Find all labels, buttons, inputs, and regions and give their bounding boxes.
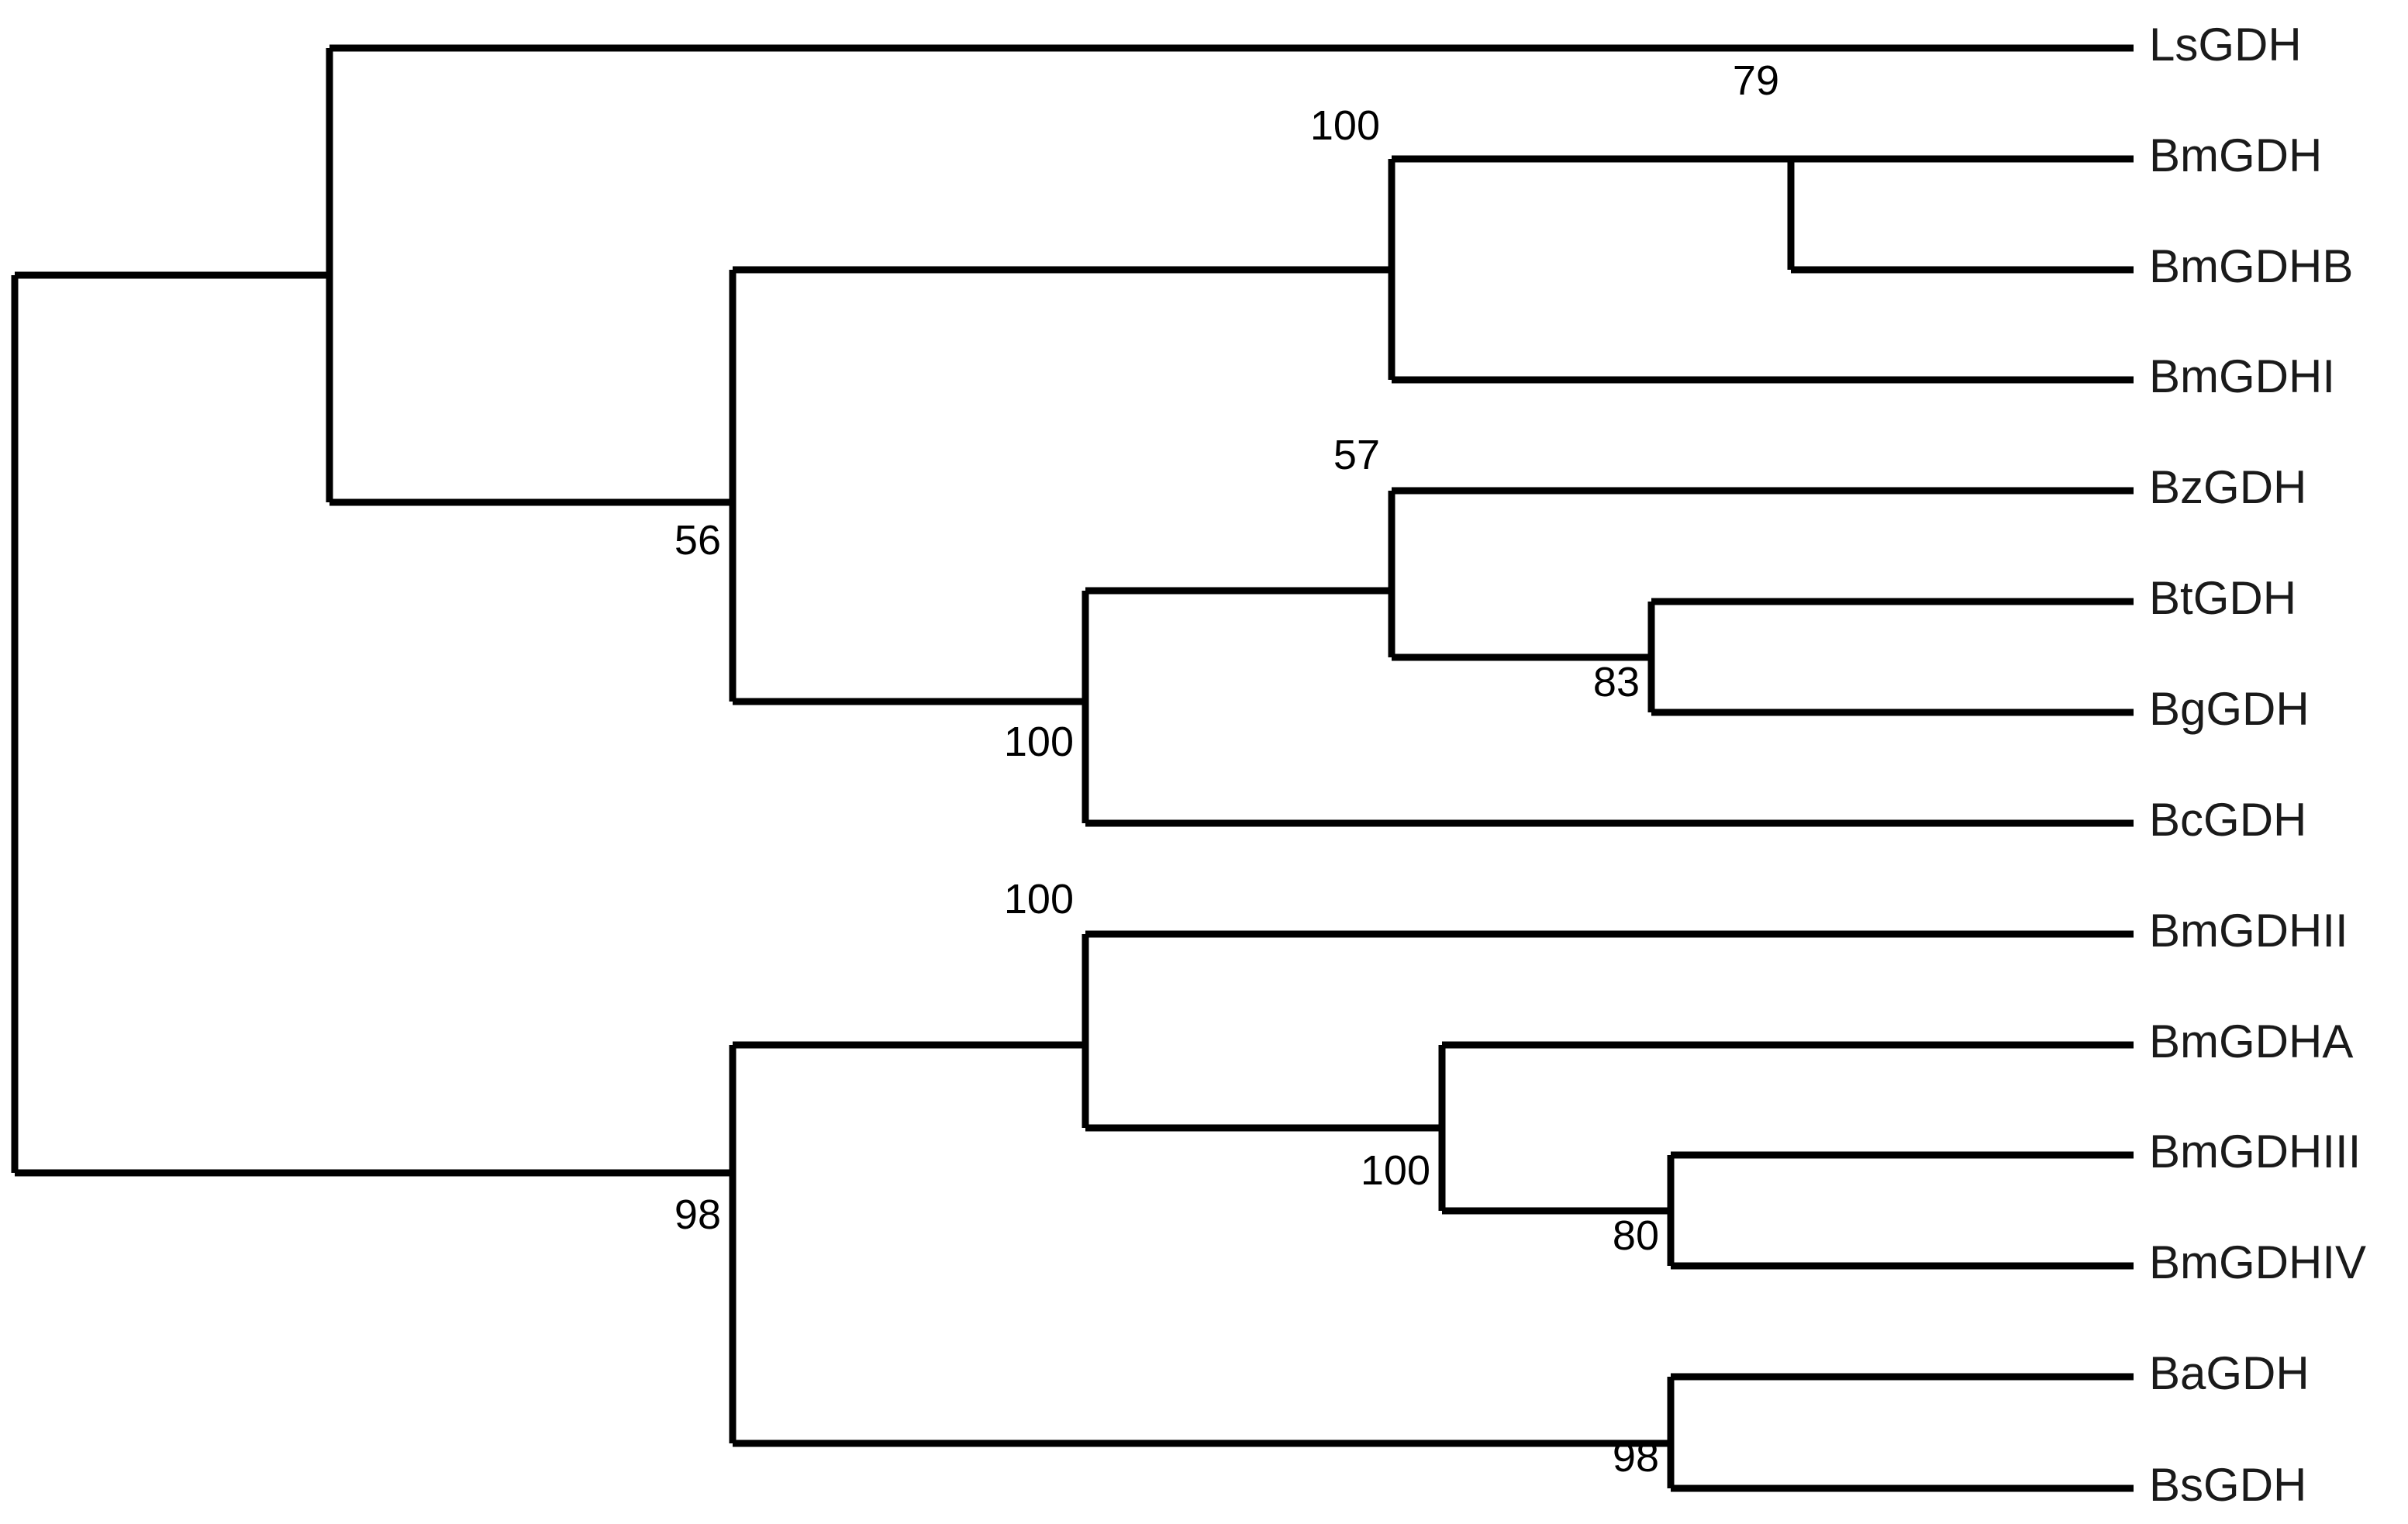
node-83-group: 83 <box>1593 598 2134 716</box>
taxon-label-group: LsGDH BmGDH BmGDHB BmGDHI BzGDH BtGDH Bg… <box>2149 19 2366 1511</box>
taxon-label-BmGDHII: BmGDHII <box>2149 905 2348 957</box>
upper-clade-node <box>326 44 2134 506</box>
node-79-group: 79 <box>1733 57 2134 274</box>
taxon-label-BmGDHA: BmGDHA <box>2149 1015 2353 1067</box>
support-value-83: 83 <box>1593 659 1640 705</box>
taxon-label-BmGDHB: BmGDHB <box>2149 240 2353 292</box>
taxon-label-LsGDH: LsGDH <box>2149 19 2302 71</box>
node-98-bas-group: 98 <box>1613 1373 2134 1492</box>
node-80-group: 80 <box>1613 1151 2134 1270</box>
support-value-79: 79 <box>1733 57 1779 104</box>
support-value-56: 56 <box>674 517 721 564</box>
taxon-label-BmGDHI: BmGDHI <box>2149 350 2335 402</box>
taxon-label-BzGDH: BzGDH <box>2149 461 2306 513</box>
support-value-57: 57 <box>1333 432 1380 478</box>
node-100-bma-group: 100 <box>1361 1041 2134 1215</box>
taxon-label-BsGDH: BsGDH <box>2149 1459 2306 1511</box>
taxon-label-BmGDHIV: BmGDHIV <box>2149 1236 2366 1288</box>
support-value-100-bm: 100 <box>1310 102 1380 149</box>
root-node <box>11 271 733 1177</box>
node-56-group: 56 <box>674 266 1392 705</box>
taxon-label-BtGDH: BtGDH <box>2149 572 2296 624</box>
support-value-100-bmii: 100 <box>1004 876 1074 922</box>
taxon-label-BmGDH: BmGDH <box>2149 129 2322 181</box>
node-100-bz-group: 100 <box>1004 587 2134 827</box>
node-100-bmii-group: 100 <box>1004 876 2134 1132</box>
node-57-group: 57 <box>1333 432 2134 661</box>
support-value-98-root: 98 <box>674 1191 721 1238</box>
taxon-label-BgGDH: BgGDH <box>2149 683 2310 735</box>
support-value-100-bz: 100 <box>1004 719 1074 765</box>
taxon-label-BaGDH: BaGDH <box>2149 1347 2310 1399</box>
support-value-98-bas: 98 <box>1613 1434 1659 1481</box>
taxon-label-BcGDH: BcGDH <box>2149 794 2306 846</box>
support-value-80: 80 <box>1613 1212 1659 1259</box>
node-100-bm-group: 100 <box>1310 102 2134 384</box>
node-98-root-group: 98 <box>674 1041 1671 1447</box>
support-value-100-bma: 100 <box>1361 1147 1430 1194</box>
taxon-label-BmGDHIII: BmGDHIII <box>2149 1126 2361 1177</box>
